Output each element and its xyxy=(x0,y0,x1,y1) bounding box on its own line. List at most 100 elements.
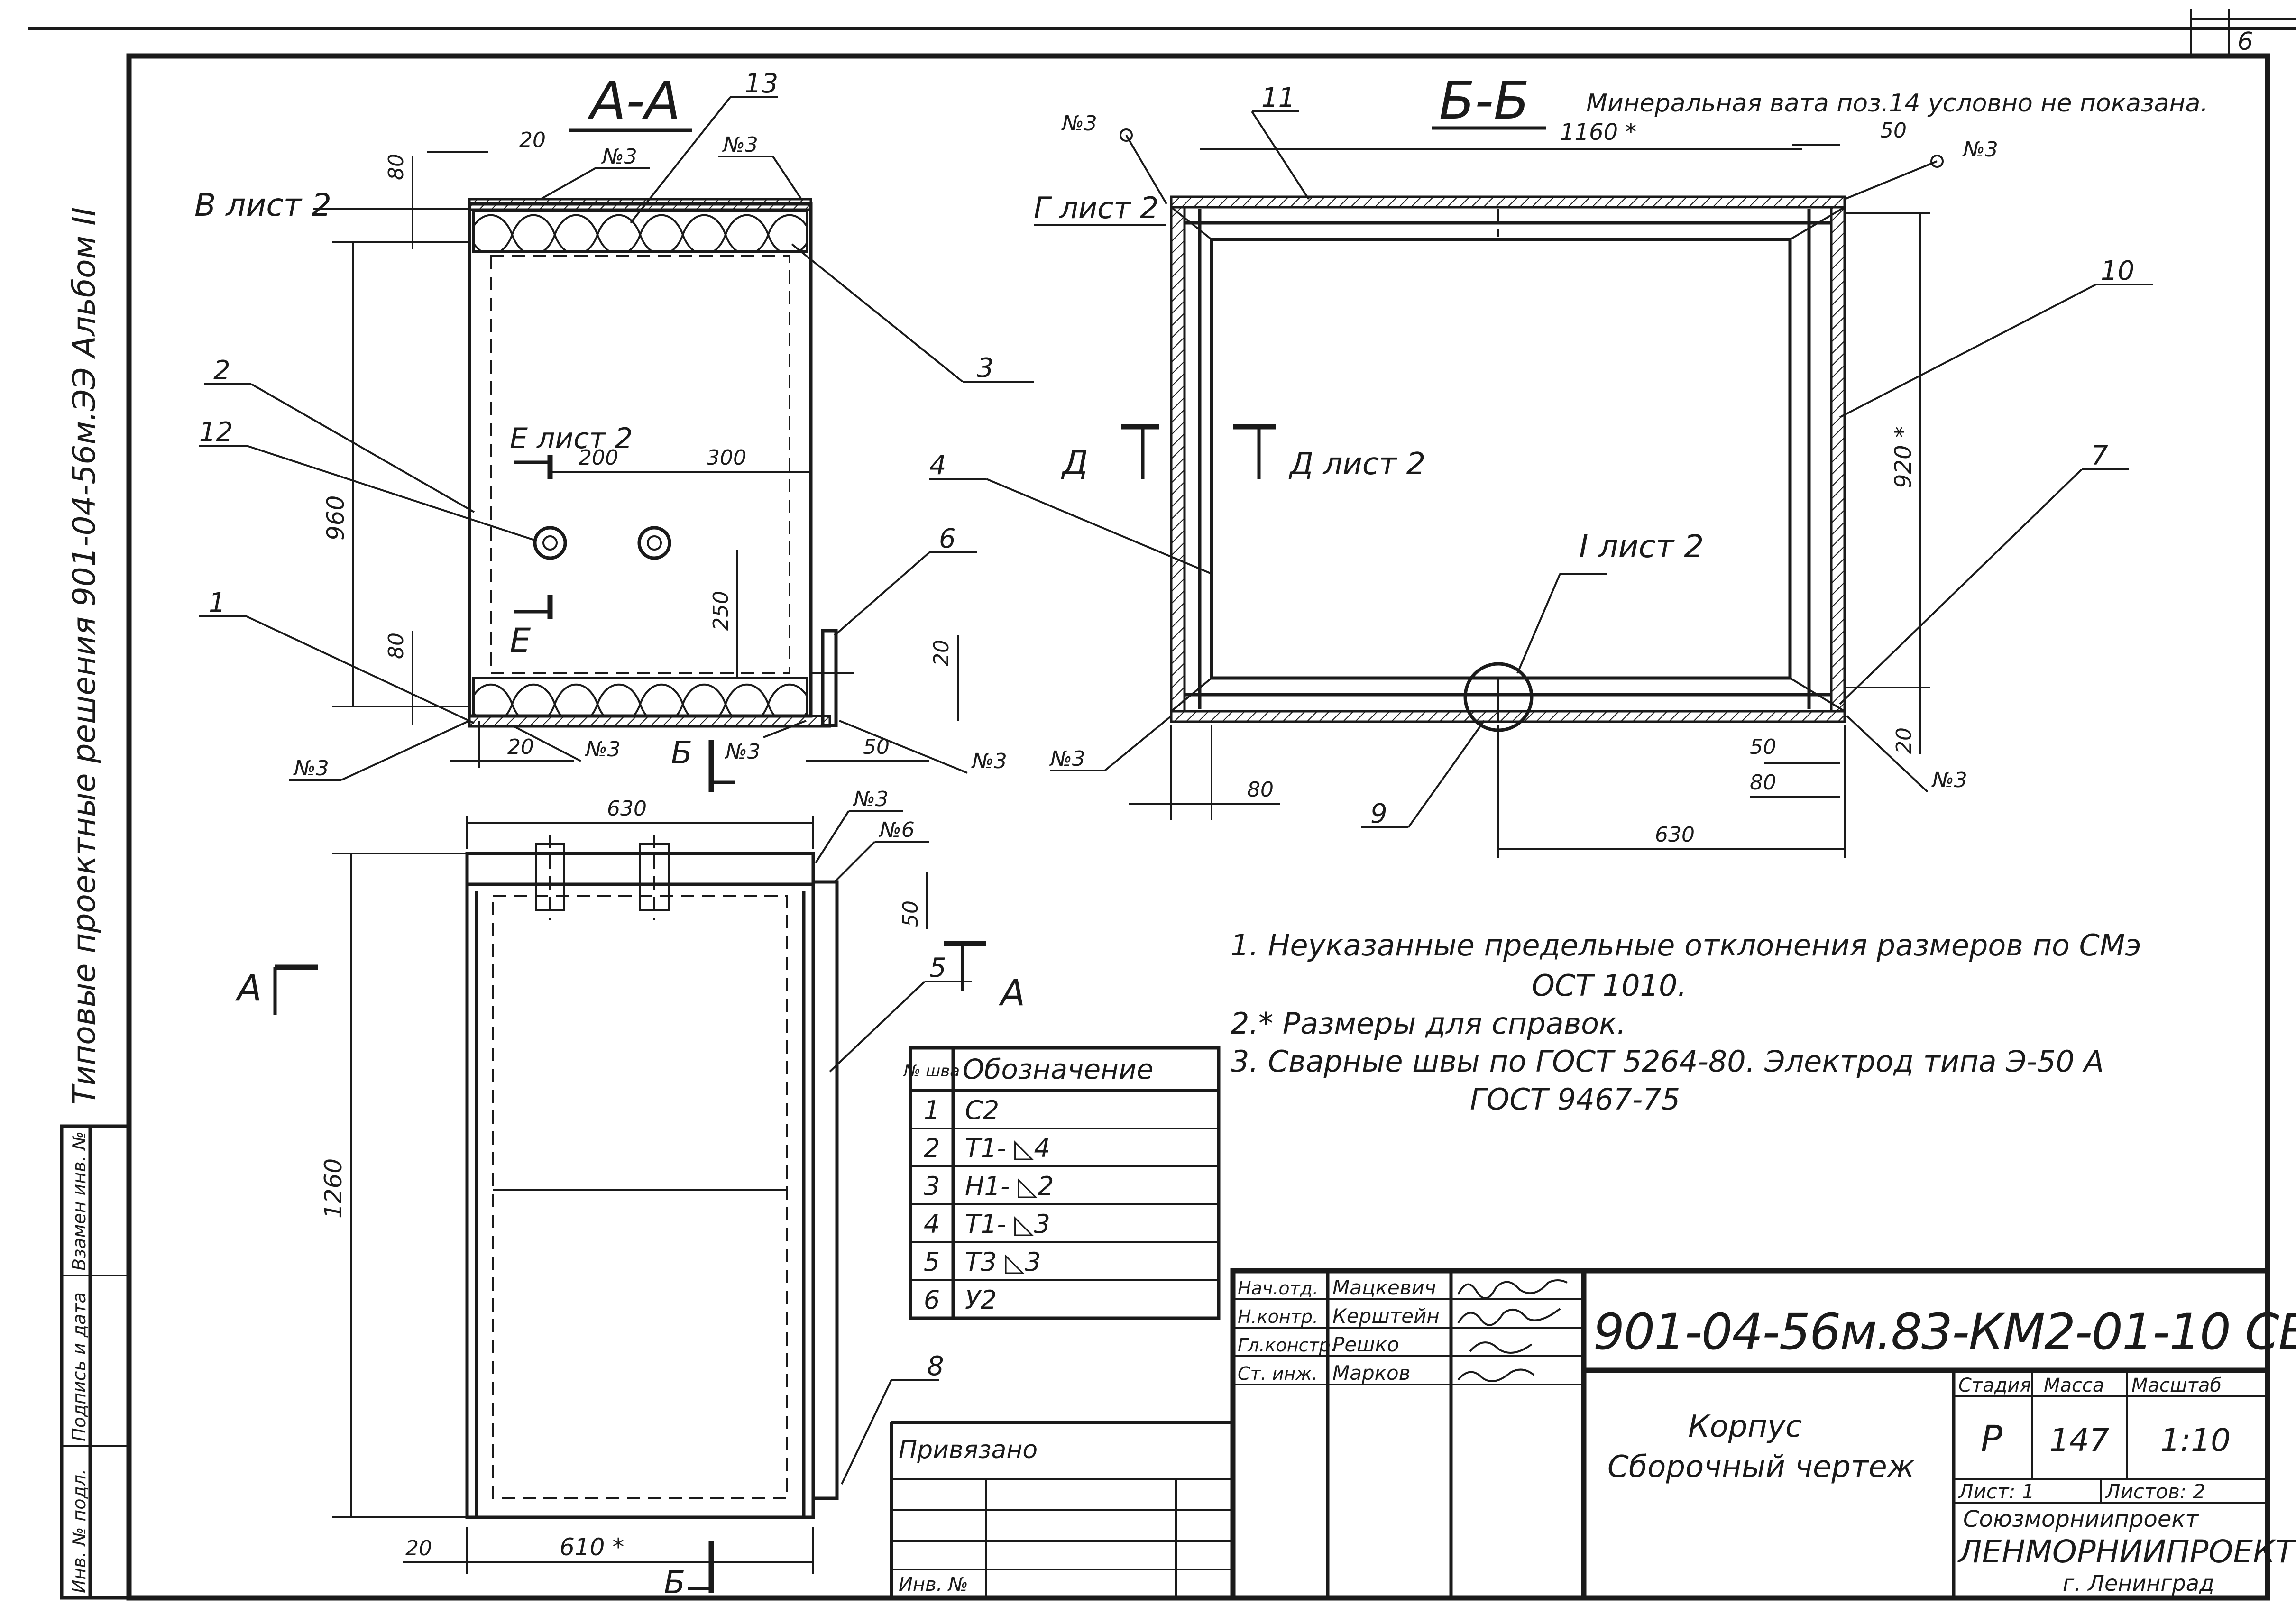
weld-row-no: 1 xyxy=(924,1095,940,1125)
dim-bb-80-left: 80 xyxy=(1247,778,1274,802)
leader-1: 1 xyxy=(209,587,226,618)
ref-b-bottom: Б xyxy=(664,1564,685,1601)
weld-mark: №3 xyxy=(971,749,1007,773)
weld-table-header-designation: Обозначение xyxy=(963,1053,1153,1085)
section-aa-view: А-А Е лист 2 Е В лист 2 960 80 xyxy=(194,68,1212,792)
leader-3: 3 xyxy=(977,353,994,384)
dim-aa-20-bottom: 20 xyxy=(507,735,534,759)
weld-row-code: Т1- ◺4 xyxy=(965,1133,1050,1163)
signer-role: Ст. инж. xyxy=(1238,1363,1318,1384)
ref-e-top: Е лист 2 xyxy=(510,422,633,455)
leader-7: 7 xyxy=(2091,440,2108,471)
weld-table: № шва Обозначение 1 С2 2 Т1- ◺4 3 Н1- ◺2… xyxy=(903,1046,1221,1320)
signature-mark xyxy=(1457,1308,1561,1326)
leader-5: 5 xyxy=(929,953,946,983)
dim-aa-20-right: 20 xyxy=(929,640,954,666)
dim-plan-1260: 1260 xyxy=(320,1158,347,1219)
dim-bb-920: 920 * xyxy=(1890,426,1917,488)
section-bb-view: Б-Б Минеральная вата поз.14 условно не п… xyxy=(1034,70,2208,858)
leader-6: 6 xyxy=(939,523,956,554)
weld-row-no: 2 xyxy=(924,1133,940,1163)
weld-mark: №3 xyxy=(1049,747,1085,771)
section-aa-title: А-А xyxy=(588,70,680,131)
mass-value: 147 xyxy=(2049,1422,2109,1459)
org-name-2: ЛЕНМОРНИИПРОЕКТ xyxy=(1957,1533,2296,1570)
weld-row-no: 5 xyxy=(924,1247,940,1277)
title-block: Нач.отд. Мацкевич Н.контр. Керштейн Гл.к… xyxy=(890,1268,2296,1601)
corner-sheet-number: 6 xyxy=(2237,28,2253,56)
signer-name: Решко xyxy=(1332,1333,1399,1356)
album-side-title: Типовые проектные решения 901-04-56м.ЭЭ … xyxy=(66,207,102,1105)
weld-mark: №3 xyxy=(601,145,637,169)
leader-2: 2 xyxy=(213,355,230,386)
weld-row-code: Н1- ◺2 xyxy=(965,1171,1054,1201)
weld-row-code: С2 xyxy=(965,1095,999,1125)
note-3-cont: ГОСТ 9467-75 xyxy=(1470,1082,1680,1117)
dim-bb-20: 20 xyxy=(1892,727,1916,754)
note-1-cont: ОСТ 1010. xyxy=(1532,968,1687,1003)
weld-row-code: Т1- ◺3 xyxy=(965,1209,1050,1239)
dim-plan-610: 610 * xyxy=(560,1533,624,1561)
note-1: 1. Неуказанные предельные отклонения раз… xyxy=(1231,928,2141,963)
ref-e-bottom: Е xyxy=(510,621,531,660)
dim-aa-250: 250 xyxy=(709,591,733,631)
section-bb-note: Минеральная вата поз.14 условно не показ… xyxy=(1586,89,2208,118)
ref-d-right: Д лист 2 xyxy=(1288,447,1425,482)
scale-label: Масштаб xyxy=(2131,1375,2222,1396)
dim-plan-50: 50 xyxy=(899,900,923,927)
weld-mark: №3 xyxy=(1061,111,1097,136)
org-city: г. Ленинград xyxy=(2063,1570,2214,1596)
dim-aa-80-top: 80 xyxy=(384,154,408,180)
linked-label: Привязано xyxy=(899,1436,1038,1464)
dim-plan-630: 630 xyxy=(607,797,647,821)
note-3: 3. Сварные швы по ГОСТ 5264-80. Электрод… xyxy=(1231,1044,2104,1079)
sheet-label: Лист: 1 xyxy=(1957,1480,2035,1503)
dim-bb-50-top: 50 xyxy=(1880,119,1907,143)
weld-row-no: 3 xyxy=(924,1171,940,1201)
stamp-cell-replace: Взамен инв. № xyxy=(69,1131,90,1271)
signer-name: Мацкевич xyxy=(1332,1276,1436,1299)
doc-name-line2: Сборочный чертеж xyxy=(1607,1450,1915,1485)
stamp-cell-inv: Инв. № подл. xyxy=(69,1469,90,1593)
signer-name: Марков xyxy=(1332,1361,1410,1385)
weld-table-header-no: № шва xyxy=(903,1062,960,1081)
ref-a-right: А xyxy=(998,972,1025,1014)
ref-v: В лист 2 xyxy=(194,187,331,223)
ref-i: I лист 2 xyxy=(1579,528,1704,565)
ref-d-left: Д xyxy=(1061,443,1088,482)
signature-mark xyxy=(1457,1279,1568,1299)
leader-12: 12 xyxy=(199,417,233,448)
ref-a-left: А xyxy=(235,967,262,1009)
leader-11: 11 xyxy=(1261,83,1295,113)
dim-aa-20-top: 20 xyxy=(519,128,546,152)
dim-bb-50-bottom: 50 xyxy=(1750,735,1776,759)
signer-role: Гл.констр. xyxy=(1238,1335,1336,1356)
signature-mark xyxy=(1469,1341,1533,1354)
weld-mark: №3 xyxy=(1931,768,1967,792)
general-notes: 1. Неуказанные предельные отклонения раз… xyxy=(1231,928,2141,1117)
signer-role: Н.контр. xyxy=(1238,1306,1318,1327)
ref-g: Г лист 2 xyxy=(1034,191,1159,225)
stamp-cell-signature: Подпись и дата xyxy=(69,1292,90,1441)
sheets-label: Листов: 2 xyxy=(2104,1480,2205,1503)
weld-mark: №3 xyxy=(724,740,761,764)
doc-code: 901-04-56м.83-КМ2-01-10 СБ xyxy=(1593,1303,2296,1361)
dim-aa-200: 200 xyxy=(579,446,618,470)
weld-mark: №3 xyxy=(852,787,889,811)
dim-bb-1160: 1160 * xyxy=(1560,119,1636,146)
weld-mark: №3 xyxy=(722,133,758,157)
weld-row-code: Т3 ◺3 xyxy=(965,1247,1041,1277)
dim-aa-960: 960 xyxy=(322,495,349,541)
weld-row-code: У2 xyxy=(965,1285,997,1315)
stage-label: Стадия xyxy=(1958,1375,2031,1396)
dim-aa-80-bottom: 80 xyxy=(384,633,408,659)
weld-mark: №3 xyxy=(1962,138,1998,162)
scale-value: 1:10 xyxy=(2160,1422,2231,1459)
note-2: 2.* Размеры для справок. xyxy=(1231,1006,1626,1041)
weld-row-no: 4 xyxy=(924,1209,940,1239)
signature-mark xyxy=(1457,1368,1535,1382)
section-bb-title: Б-Б xyxy=(1439,70,1530,131)
stage-value: Р xyxy=(1981,1417,2002,1459)
leader-9: 9 xyxy=(1370,798,1387,829)
signer-role: Нач.отд. xyxy=(1238,1278,1318,1299)
